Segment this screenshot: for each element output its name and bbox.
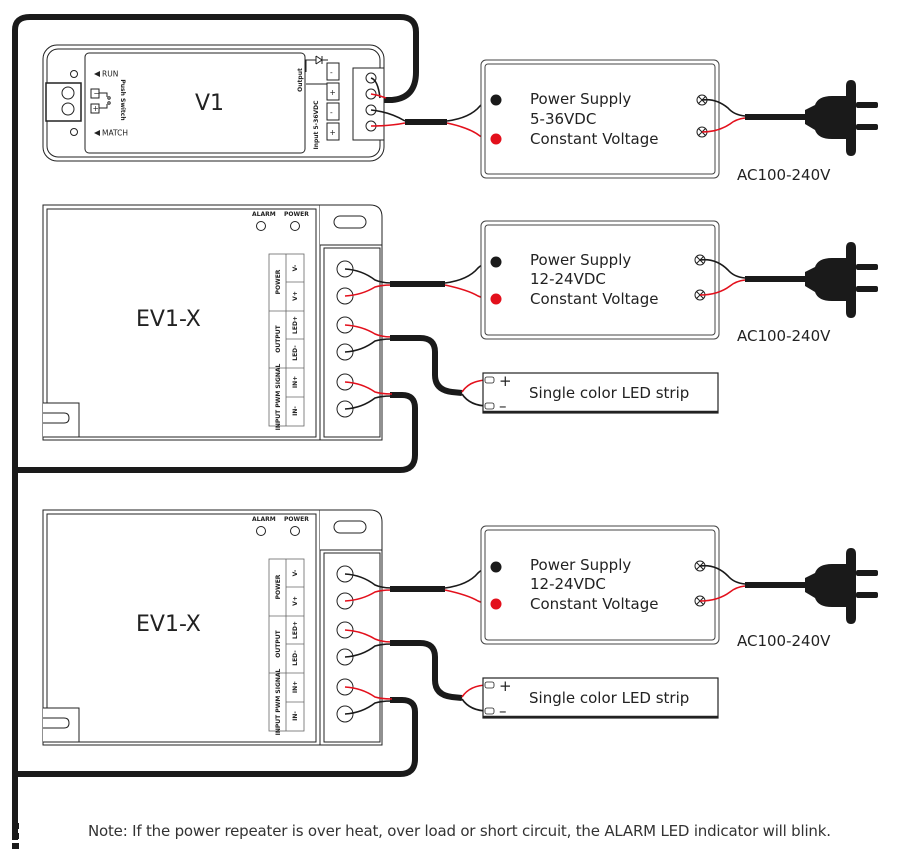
run-label: RUN (102, 70, 118, 79)
svg-text:–: – (499, 397, 507, 415)
led-strip-1: + – Single color LED strip (482, 372, 719, 415)
svg-text:INPUT PWM SIGNAL: INPUT PWM SIGNAL (275, 363, 282, 430)
svg-text:LED+: LED+ (292, 621, 299, 639)
run-led-icon (70, 70, 78, 78)
svg-text:-: - (330, 68, 333, 77)
svg-text:5-36VDC: 5-36VDC (530, 110, 596, 128)
controller-name: V1 (195, 91, 224, 116)
svg-text:IN+: IN+ (292, 681, 299, 693)
svg-text:IN-: IN- (292, 711, 299, 721)
dc-positive-terminal-icon (490, 293, 502, 305)
push-switch-icon (90, 88, 111, 114)
dc-negative-terminal-icon (490, 561, 502, 573)
dc-negative-terminal-icon (490, 94, 502, 106)
match-arrow-icon (94, 130, 100, 136)
ac-plug-1 (701, 80, 878, 156)
led-strip-label: Single color LED strip (529, 384, 689, 402)
v1-wires (370, 77, 406, 127)
v1-psu-cable (405, 119, 447, 125)
led-strip-2: + – Single color LED strip (482, 677, 719, 720)
alarm-note: Note: If the power repeater is over heat… (88, 822, 831, 840)
svg-text:−: − (94, 89, 100, 98)
svg-text:Constant Voltage: Constant Voltage (530, 290, 658, 308)
svg-text:IN+: IN+ (292, 376, 299, 388)
power-led-icon (290, 221, 300, 231)
ac-voltage-label: AC100-240V (737, 632, 831, 650)
svg-text:V-: V- (292, 264, 299, 271)
svg-text:POWER: POWER (275, 574, 282, 599)
plug-icon (805, 548, 856, 624)
svg-text:-: - (330, 108, 333, 117)
svg-text:Power Supply: Power Supply (530, 556, 631, 574)
v1-terminal-block: - + - + (326, 62, 340, 141)
svg-text:V-: V- (292, 569, 299, 576)
svg-text:12-24VDC: 12-24VDC (530, 270, 606, 288)
repeater-name: EV1-X (136, 307, 201, 332)
mount-slot-icon (333, 520, 367, 534)
dc-positive-terminal-icon (490, 598, 502, 610)
svg-text:Power Supply: Power Supply (530, 90, 631, 108)
ac-plug-3 (699, 548, 878, 624)
svg-text:Power Supply: Power Supply (530, 251, 631, 269)
svg-text:LED-: LED- (292, 345, 299, 361)
ac-plug-2 (699, 242, 878, 318)
diode-icon (305, 55, 328, 85)
bus-cable-end-icon (12, 823, 19, 849)
power-supply-1: Power Supply 5-36VDC Constant Voltage (480, 59, 720, 179)
repeater-name: EV1-X (136, 612, 201, 637)
svg-text:POWER: POWER (275, 269, 282, 294)
ac-voltage-label: AC100-240V (737, 166, 831, 184)
power-supply-3: Power Supply 12-24VDC Constant Voltage (480, 525, 720, 645)
power-supply-2: Power Supply 12-24VDC Constant Voltage (480, 220, 720, 340)
svg-text:V+: V+ (292, 291, 299, 301)
v1-controller: RUN MATCH − + Push Switch V1 Output Inpu… (42, 44, 385, 162)
alarm-label: ALARM (252, 211, 276, 218)
svg-text:+: + (330, 128, 336, 137)
svg-text:OUTPUT: OUTPUT (275, 324, 282, 352)
input-label: Input 5-36VDC (313, 100, 320, 150)
ev1-x-repeater-2: ALARM POWER EV1-X POWER OUTPUT INPUT PWM… (42, 509, 497, 746)
alarm-led-icon (256, 221, 266, 231)
output-label: Output (297, 68, 304, 92)
svg-text:LED-: LED- (292, 650, 299, 666)
svg-text:OUTPUT: OUTPUT (275, 629, 282, 657)
match-led-icon (70, 128, 78, 136)
svg-text:+: + (499, 677, 512, 695)
svg-text:INPUT PWM SIGNAL: INPUT PWM SIGNAL (275, 668, 282, 735)
svg-text:12-24VDC: 12-24VDC (530, 575, 606, 593)
dc-positive-terminal-icon (490, 133, 502, 145)
alarm-label: ALARM (252, 516, 276, 523)
plug-icon (805, 80, 856, 156)
svg-text:Constant Voltage: Constant Voltage (530, 595, 658, 613)
mount-slot-icon (333, 215, 367, 229)
svg-text:IN-: IN- (292, 406, 299, 416)
led-strip-label: Single color LED strip (529, 689, 689, 707)
signal-bus-cable (12, 14, 419, 840)
svg-text:+: + (93, 104, 99, 113)
dc-negative-terminal-icon (490, 256, 502, 268)
push-switch-label: Push Switch (119, 79, 126, 120)
svg-text:+: + (499, 372, 512, 390)
svg-text:+: + (330, 88, 336, 97)
svg-text:V+: V+ (292, 596, 299, 606)
plug-icon (805, 242, 856, 318)
match-label: MATCH (102, 129, 128, 138)
svg-text:–: – (499, 702, 507, 720)
power-label: POWER (284, 211, 309, 218)
svg-text:Constant Voltage: Constant Voltage (530, 130, 658, 148)
ac-voltage-label: AC100-240V (737, 327, 831, 345)
run-arrow-icon (94, 71, 100, 77)
ev1-x-repeater-1: ALARM POWER EV1-X POWER OUTPUT INPUT PWM… (42, 204, 497, 441)
power-label: POWER (284, 516, 309, 523)
power-led-icon (290, 526, 300, 536)
svg-text:LED+: LED+ (292, 316, 299, 334)
alarm-led-icon (256, 526, 266, 536)
